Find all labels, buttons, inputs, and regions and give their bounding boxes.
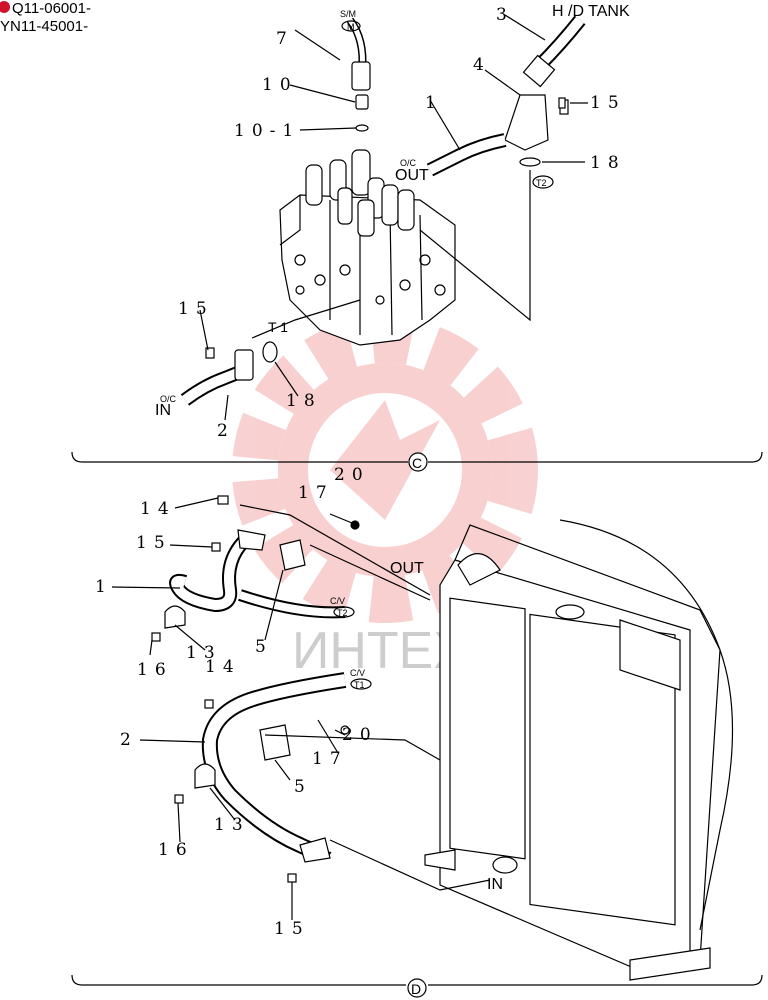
section-d [71,495,763,998]
hd-tank-label: H /D TANK [552,3,630,20]
callout-1: 1 [425,93,443,113]
callout-20-top: 20 [334,465,370,485]
t1-label-d: T1 [354,680,365,690]
callout-13-lower: 13 [214,815,250,835]
watermark-text: ИНТЕХ [292,622,468,680]
out-label: OUT [395,167,429,184]
callout-16-upper: 16 [137,660,173,680]
callout-4: 4 [473,55,491,75]
t2-label-d: T2 [337,608,348,618]
control-valve-block [279,149,456,346]
in-oc-label: O/C [160,394,177,404]
callout-7: 7 [276,29,294,49]
callout-2: 2 [217,421,235,441]
out-label-d: OUT [390,560,424,577]
m-label: M [347,22,355,32]
callout-5-lower: 5 [294,777,312,797]
in-label-d: IN [487,876,503,893]
callout-3: 3 [496,5,514,25]
serial-range-2: YN11-45001- [0,18,89,35]
callout-14-lower: 14 [205,657,241,677]
callout-15-left: 15 [178,299,214,319]
callout-17-top: 17 [298,483,334,503]
callout-15-upper: 15 [136,533,172,553]
callout-15-top: 15 [590,93,626,113]
callout-10: 10 [262,75,298,95]
t1-label: T 1 [268,319,288,335]
radiator-assembly [424,519,734,981]
callout-5-upper: 5 [255,637,273,657]
out-oc-label: O/C [400,158,417,168]
callout-14-top: 14 [140,499,176,519]
view-c-label: C [412,455,422,471]
serial-range-1: Q11-06001- [12,0,91,17]
t2-label: T2 [536,178,547,188]
callout-18-left: 18 [286,391,322,411]
sm-label: S/M [340,9,356,19]
callout-17-lower: 17 [312,749,348,769]
cv-label-upper: C/V [330,596,345,606]
callout-10-1: 10-1 [234,121,300,141]
callout-2-d: 2 [120,730,138,750]
marker-dot-icon [0,1,10,13]
section-c [71,14,763,472]
callout-16-lower: 16 [158,840,194,860]
callout-1-d: 1 [95,577,113,597]
cv-label-lower: C/V [350,668,365,678]
view-d-label: D [411,981,421,997]
callout-18-top: 18 [590,153,626,173]
in-label: IN [155,402,171,419]
callout-20-lower: 20 [342,725,378,745]
callout-13-upper: 13 [186,643,222,663]
callout-15-lower: 15 [274,919,310,939]
